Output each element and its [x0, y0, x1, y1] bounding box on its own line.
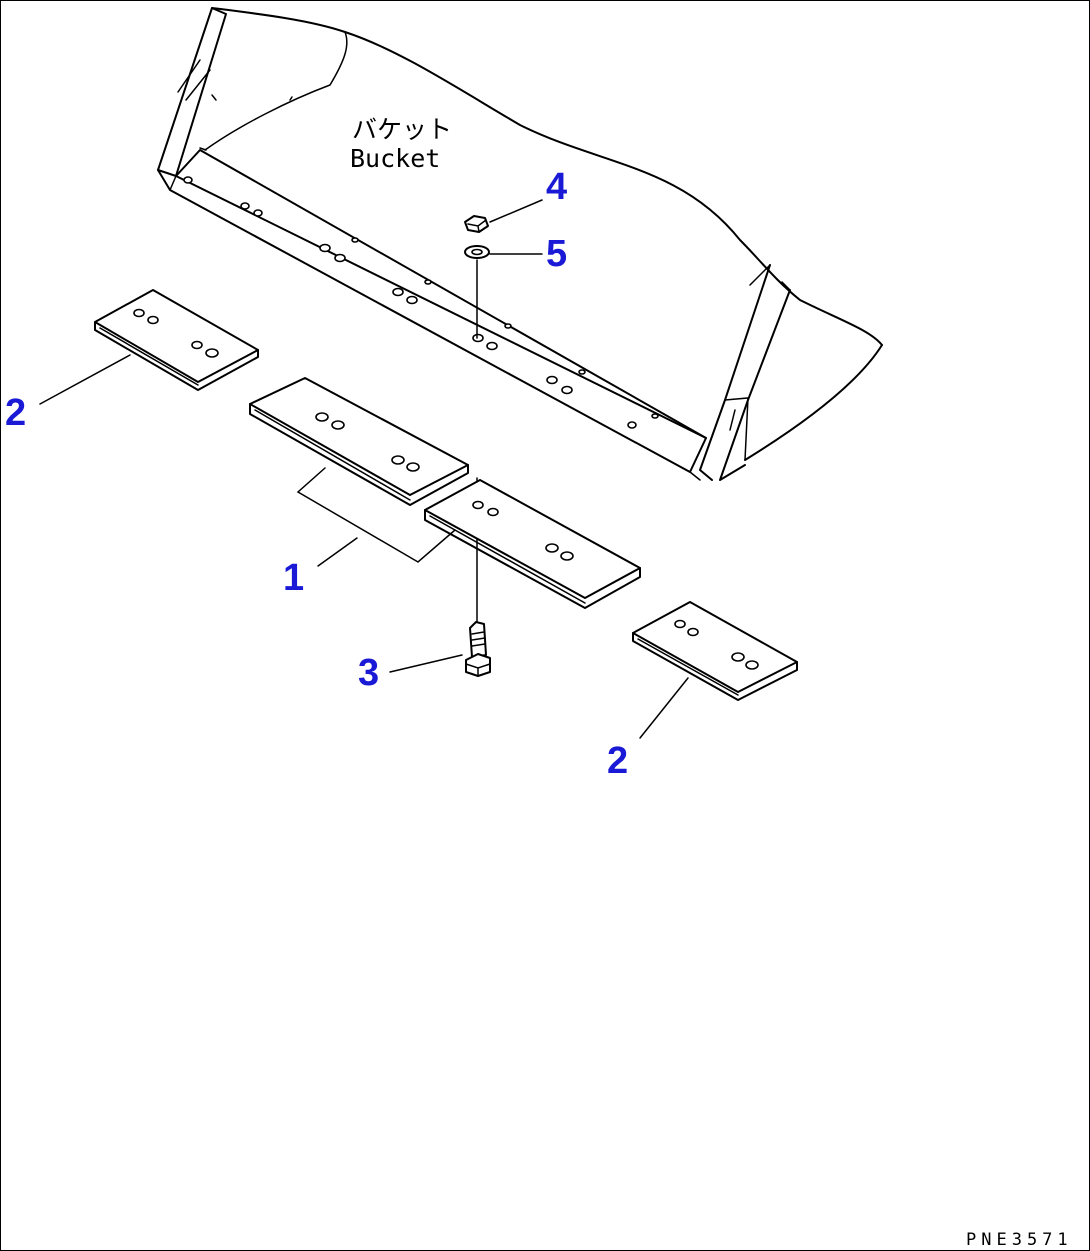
- bucket-label-jp: バケット: [352, 115, 452, 144]
- callout-1: 1: [283, 557, 304, 599]
- cutting-edge-left-part-1: [249, 377, 469, 506]
- end-bit-right-part-2: [632, 601, 798, 739]
- edge-bolt-holes: [183, 176, 659, 429]
- bucket-cutting-edge: [157, 169, 707, 473]
- callout-5: 5: [546, 233, 567, 275]
- callout-4: 4: [546, 166, 567, 208]
- nut-part-4: [464, 199, 543, 233]
- drawing-number: PNE3571: [966, 1230, 1073, 1250]
- bucket-left-side: [157, 7, 227, 177]
- end-bit-left-part-2: [39, 289, 259, 405]
- callout-2-left: 2: [5, 392, 26, 434]
- leader-1: [317, 537, 358, 567]
- cutting-edge-right-part-1: [424, 479, 641, 609]
- bucket-right-side: [744, 344, 883, 461]
- callout-2-right: 2: [607, 740, 628, 782]
- leader-1-bracket: [296, 467, 456, 563]
- leader-2b: [639, 677, 689, 739]
- bucket: バケット Bucket: [157, 7, 883, 481]
- bucket-back-contour: [211, 7, 883, 346]
- washer-part-5: [464, 245, 543, 259]
- leader-4: [489, 199, 543, 223]
- leader-2a: [39, 354, 131, 405]
- callout-3: 3: [358, 652, 379, 694]
- leader-3: [389, 654, 463, 673]
- bucket-label-en: Bucket: [350, 144, 440, 173]
- bolt-part-3: [389, 621, 491, 677]
